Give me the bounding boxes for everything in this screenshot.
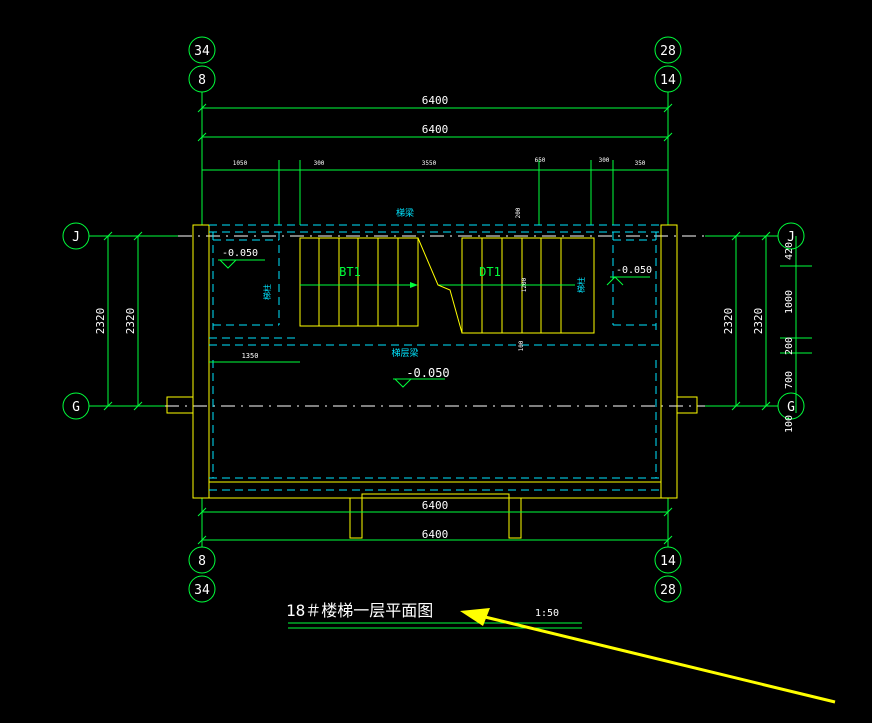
svg-text:300: 300 <box>314 160 325 167</box>
dimension-top-total-2: 6400 <box>197 123 673 142</box>
svg-text:420: 420 <box>784 242 795 260</box>
beam-label-bottom: 梯层梁 <box>391 347 418 359</box>
svg-text:200: 200 <box>784 337 795 355</box>
dimension-top-segments: 1050 300 3550 650 300 350 <box>202 157 668 225</box>
stair-flight-dt1: DT1 1200 100 <box>438 237 595 351</box>
axis-label-28-top: 28 <box>660 44 676 59</box>
svg-text:6400: 6400 <box>422 94 449 107</box>
stair-break-line <box>417 237 463 334</box>
svg-text:6400: 6400 <box>422 528 449 541</box>
dimension-bottom-total-1: 6400 <box>197 499 673 517</box>
axis-bubble-top-left: 34 8 <box>188 36 216 93</box>
dimension-bottom-total-2: 6400 <box>197 528 673 545</box>
svg-text:2320: 2320 <box>752 308 765 335</box>
dimension-right-heights: 2320 2320 420 1000 200 700 100 <box>722 231 812 433</box>
svg-text:-0.050: -0.050 <box>222 248 258 259</box>
svg-text:1200: 1200 <box>521 277 528 292</box>
svg-text:100: 100 <box>518 340 525 351</box>
svg-text:J: J <box>72 230 80 245</box>
svg-text:100: 100 <box>784 415 795 433</box>
svg-text:-0.050: -0.050 <box>406 366 449 380</box>
level-mark-right: -0.050 <box>606 265 652 286</box>
axis-label-8-top: 8 <box>198 73 206 88</box>
dimension-top-total-1: 6400 <box>197 94 673 113</box>
note-right: 梯柱 <box>576 277 586 293</box>
svg-text:2320: 2320 <box>94 308 107 335</box>
axis-label-34-top: 34 <box>194 44 210 59</box>
svg-text:1000: 1000 <box>784 290 795 314</box>
svg-text:G: G <box>72 400 80 415</box>
svg-text:3550: 3550 <box>422 160 437 167</box>
dimension-landing: 1350 <box>209 352 300 363</box>
dimension-left-heights: 2320 2320 <box>94 231 143 411</box>
svg-text:DT1: DT1 <box>479 265 501 279</box>
axis-bubble-left-G: G <box>62 392 165 420</box>
svg-text:2320: 2320 <box>722 308 735 335</box>
level-mark-left: -0.050 <box>218 248 265 269</box>
stair-walls <box>166 224 698 539</box>
axis-label-34-bottom: 34 <box>194 583 210 598</box>
svg-text:650: 650 <box>535 157 546 164</box>
svg-text:350: 350 <box>635 160 646 167</box>
drawing-title: 18＃楼梯一层平面图 <box>286 601 433 620</box>
drawing-scale: 1:50 <box>535 608 559 619</box>
stair-flight-bt1: BT1 <box>299 237 419 327</box>
svg-text:G: G <box>787 400 795 415</box>
beam-label-top: 梯梁 <box>396 207 414 219</box>
svg-text:2320: 2320 <box>124 308 137 335</box>
dim-200: 200 <box>515 207 522 218</box>
axis-label-28-bottom: 28 <box>660 583 676 598</box>
svg-text:1350: 1350 <box>242 352 259 360</box>
axis-bubble-left-J: J <box>62 222 178 250</box>
svg-text:1050: 1050 <box>233 160 248 167</box>
svg-text:BT1: BT1 <box>339 265 361 279</box>
axis-bubble-top-right: 28 14 <box>654 36 682 93</box>
axis-bubble-bottom-left: 8 34 <box>188 546 216 603</box>
axis-label-8-bottom: 8 <box>198 554 206 569</box>
svg-text:J: J <box>787 230 795 245</box>
svg-text:700: 700 <box>784 371 795 389</box>
level-mark-center: -0.050 <box>393 366 450 388</box>
hidden-beams <box>209 224 661 491</box>
note-left: 梯柱 <box>262 284 272 300</box>
drawing-title-block: 18＃楼梯一层平面图 1:50 <box>286 601 582 629</box>
axis-label-14-bottom: 14 <box>660 554 676 569</box>
axis-label-14-top: 14 <box>660 73 676 88</box>
svg-text:6400: 6400 <box>422 123 449 136</box>
svg-text:6400: 6400 <box>422 499 449 512</box>
yellow-pointer-arrow-icon <box>460 608 836 704</box>
svg-text:300: 300 <box>599 157 610 164</box>
svg-text:-0.050: -0.050 <box>616 265 652 276</box>
axis-bubble-bottom-right: 14 28 <box>654 546 682 603</box>
